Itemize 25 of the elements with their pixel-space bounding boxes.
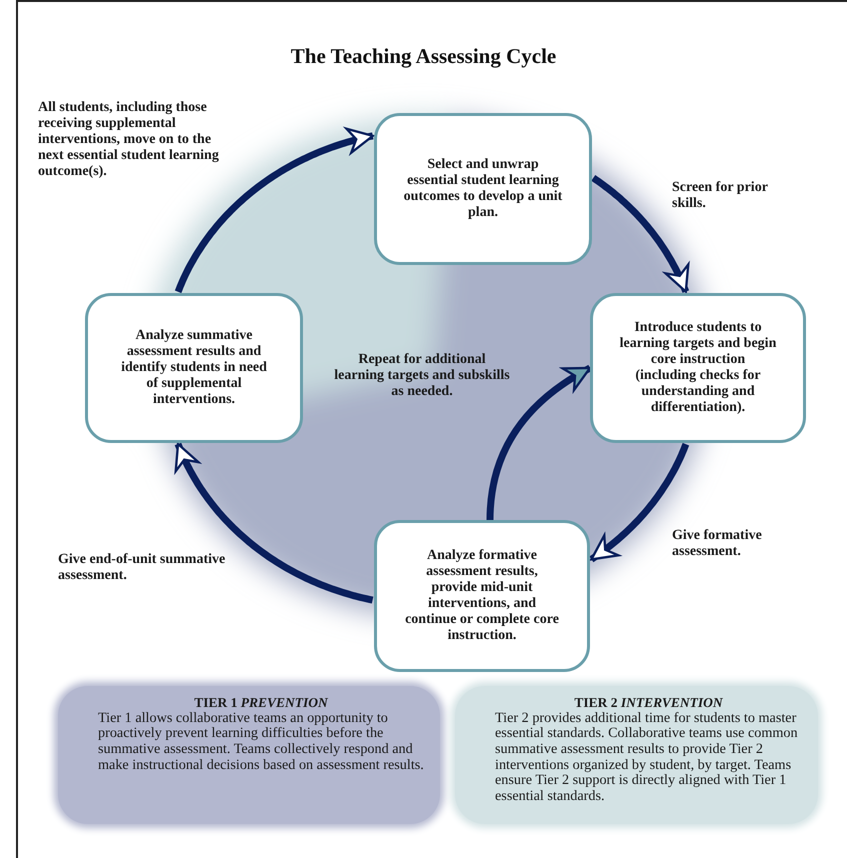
step-text: Introduce students to learning targets and begin core instruction (including checks for understanding and differentiation). [619,320,777,416]
edge-label: Screen for prior skills. [672,180,769,212]
step-text: Analyze formative assessment results, provide mid-unit interventions, and continue or complete core instruction. [404,548,560,644]
edge-label: Give formative assessment. [672,528,763,560]
panel-heading: TIER 2 INTERVENTION [574,696,723,711]
cycle-arrow [486,364,592,520]
edge-label: Repeat for additional learning targets and subskills as needed. [333,352,511,400]
panel-text: Tier 2 provides additional time for students to master essential standards. Collaborative teams use common summative assessment results to provide Tier 2 interventions organized by student, by target. Teams ensure Tier 2 support is directly aligned with Tier 1 essential standards. [495,710,799,804]
diagram-title: The Teaching Assessing Cycle [290,44,558,69]
step-text: Select and unwrap essential student learning outcomes to develop a unit plan. [403,156,563,222]
tier-panel [58,686,440,824]
tier-panel [455,686,818,824]
edge-label: All students, including those receiving supplemental interventions, move on to the next essential student learning outcome(s). [38,100,220,180]
step-box [374,520,590,672]
panel-text: Tier 1 allows collaborative teams an opportunity to proactively prevent learning difficulties before the summative assessment. Teams collectively respond and make instructional decisions based on assessment results. [98,710,424,774]
step-box [85,293,303,443]
cycle-arrow [589,442,690,562]
cycle-arrow [591,175,690,293]
cycle-arrow [174,441,374,604]
step-box [374,113,592,265]
panel-heading: TIER 1 PREVENTION [194,696,328,711]
edge-label: Give end-of-unit summative assessment. [58,552,226,584]
step-box [590,293,806,443]
step-text: Analyze summative assessment results and identify students in need of supplemental interventions. [120,328,268,408]
cycle-arrow [174,128,376,294]
